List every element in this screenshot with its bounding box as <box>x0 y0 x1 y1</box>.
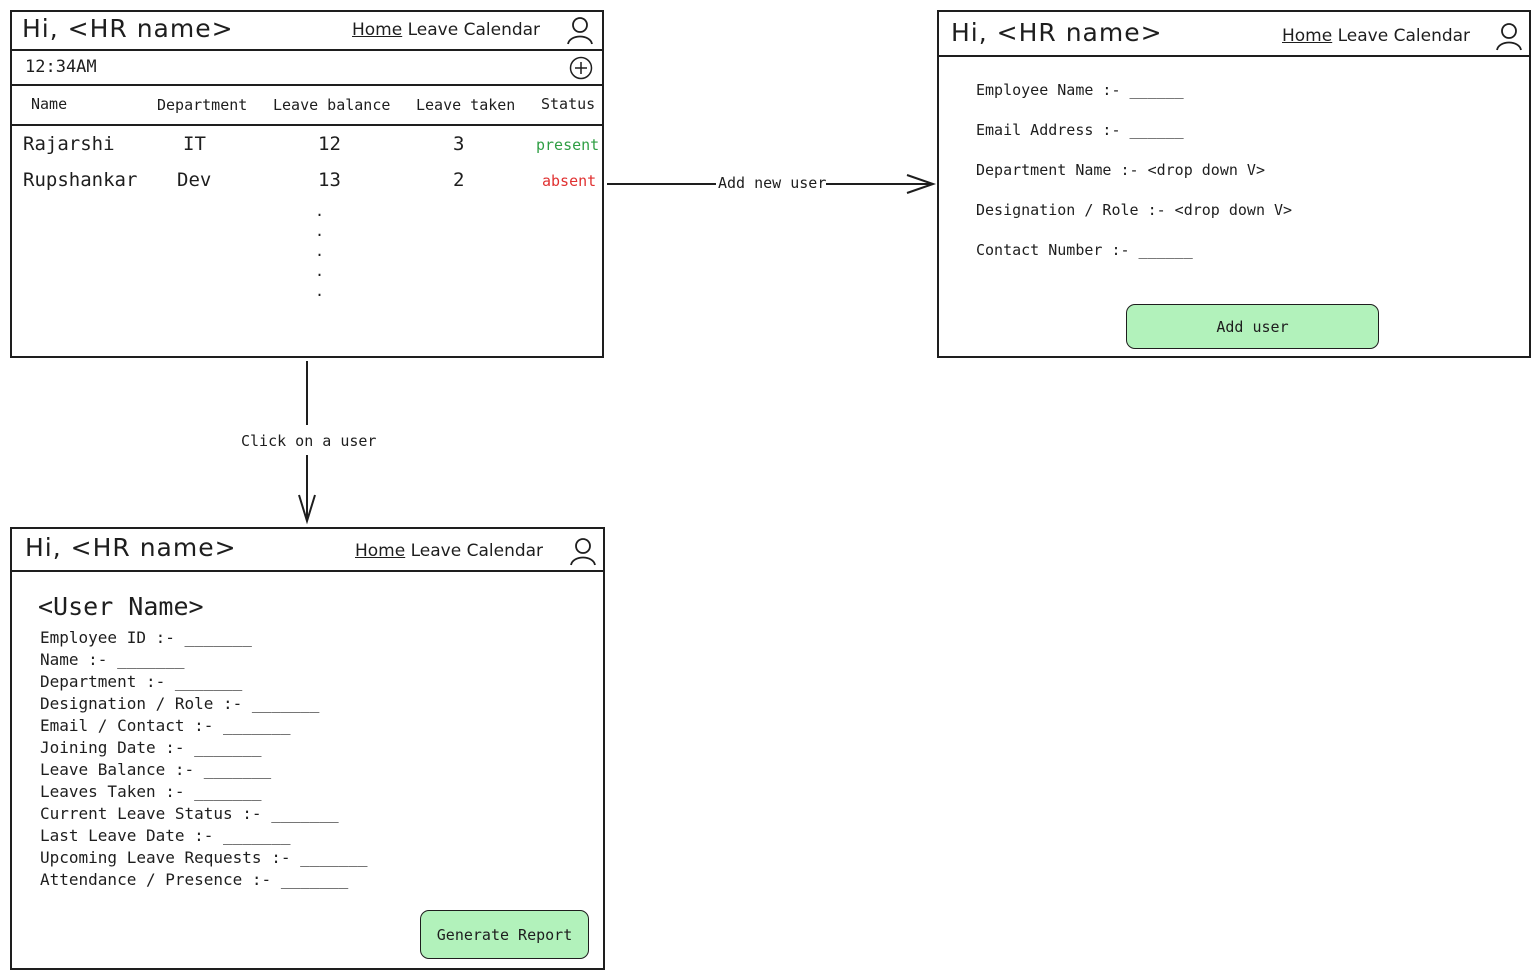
add-user-header: Hi, <HR name> Home Leave Calendar <box>939 12 1529 57</box>
ellipsis-dot: . <box>315 282 325 300</box>
contact-number-field[interactable]: Contact Number :- ______ <box>976 241 1193 259</box>
time-bar: 12:34AM <box>12 51 602 86</box>
ellipsis-dot: . <box>315 242 325 260</box>
nav-home-link[interactable]: Home <box>355 541 406 561</box>
cell-leave-balance: 13 <box>318 169 341 191</box>
greeting: Hi, <HR name> <box>951 18 1163 47</box>
detail-name: Name :- _______ <box>40 650 185 669</box>
cell-name: Rajarshi <box>23 133 115 155</box>
clock: 12:34AM <box>25 57 97 77</box>
ellipsis-dot: . <box>315 202 325 220</box>
greeting: Hi, <HR name> <box>22 14 234 43</box>
cell-department: IT <box>183 133 206 155</box>
nav-calendar-link[interactable]: Calendar <box>463 20 541 40</box>
add-user-screen: Hi, <HR name> Home Leave Calendar Employ… <box>937 10 1531 358</box>
nav: Home Leave Calendar <box>355 541 543 561</box>
profile-title: <User Name> <box>38 592 204 621</box>
detail-email-contact: Email / Contact :- _______ <box>40 716 291 735</box>
ellipsis-dot: . <box>315 262 325 280</box>
column-header-department: Department <box>157 96 248 114</box>
department-dropdown[interactable]: Department Name :- <drop down V> <box>976 161 1265 179</box>
employee-name-field[interactable]: Employee Name :- ______ <box>976 81 1184 99</box>
user-profile-screen: Hi, <HR name> Home Leave Calendar <User … <box>10 527 605 970</box>
cell-leave-taken: 3 <box>453 133 465 155</box>
nav-home-link[interactable]: Home <box>1282 26 1333 46</box>
generate-report-button[interactable]: Generate Report <box>420 910 589 959</box>
detail-last-leave-date: Last Leave Date :- _______ <box>40 826 291 845</box>
detail-designation: Designation / Role :- _______ <box>40 694 320 713</box>
dashboard-header: Hi, <HR name> Home Leave Calendar <box>12 12 602 51</box>
flow-label-add-new-user: Add new user <box>718 174 827 192</box>
user-profile-icon[interactable] <box>1494 21 1524 51</box>
nav-home-link[interactable]: Home <box>352 20 403 40</box>
column-header-leave-taken: Leave taken <box>416 96 516 114</box>
email-address-field[interactable]: Email Address :- ______ <box>976 121 1184 139</box>
cell-leave-taken: 2 <box>453 169 465 191</box>
profile-header: Hi, <HR name> Home Leave Calendar <box>12 529 603 572</box>
nav-calendar-link[interactable]: Calendar <box>1393 26 1471 46</box>
nav-calendar-link[interactable]: Calendar <box>466 541 544 561</box>
user-profile-icon[interactable] <box>568 536 598 566</box>
user-profile-icon[interactable] <box>565 15 595 45</box>
dashboard-screen: Hi, <HR name> Home Leave Calendar 12:34A… <box>10 10 604 358</box>
detail-upcoming-leave-requests: Upcoming Leave Requests :- _______ <box>40 848 368 867</box>
add-user-icon[interactable] <box>569 56 593 80</box>
cell-leave-balance: 12 <box>318 133 341 155</box>
detail-joining-date: Joining Date :- _______ <box>40 738 262 757</box>
nav-leave-link[interactable]: Leave <box>410 541 462 561</box>
nav: Home Leave Calendar <box>352 20 540 40</box>
column-header-leave-balance: Leave balance <box>273 96 391 114</box>
detail-department: Department :- _______ <box>40 672 243 691</box>
table-row[interactable]: Rupshankar Dev 13 2 absent <box>12 166 602 196</box>
ellipsis-dot: . <box>315 222 325 240</box>
cell-name: Rupshankar <box>23 169 138 191</box>
cell-department: Dev <box>177 169 212 191</box>
flow-label-click-on-user: Click on a user <box>241 432 377 450</box>
status-badge: absent <box>542 172 597 190</box>
detail-employee-id: Employee ID :- _______ <box>40 628 252 647</box>
table-header: Name Department Leave balance Leave take… <box>12 86 602 126</box>
column-header-status: Status <box>541 95 596 113</box>
status-badge: present <box>536 136 600 154</box>
add-user-button[interactable]: Add user <box>1126 304 1379 349</box>
column-header-name: Name <box>31 95 68 113</box>
nav: Home Leave Calendar <box>1282 26 1470 46</box>
nav-leave-link[interactable]: Leave <box>1337 26 1389 46</box>
greeting: Hi, <HR name> <box>25 533 237 562</box>
detail-leave-balance: Leave Balance :- _______ <box>40 760 272 779</box>
designation-dropdown[interactable]: Designation / Role :- <drop down V> <box>976 201 1293 219</box>
detail-attendance: Attendance / Presence :- _______ <box>40 870 349 889</box>
detail-leaves-taken: Leaves Taken :- _______ <box>40 782 262 801</box>
nav-leave-link[interactable]: Leave <box>407 20 459 40</box>
arrow-add-new-user <box>607 174 937 194</box>
arrow-click-on-user <box>298 361 316 525</box>
table-row[interactable]: Rajarshi IT 12 3 present <box>12 130 602 160</box>
detail-current-leave-status: Current Leave Status :- _______ <box>40 804 339 823</box>
